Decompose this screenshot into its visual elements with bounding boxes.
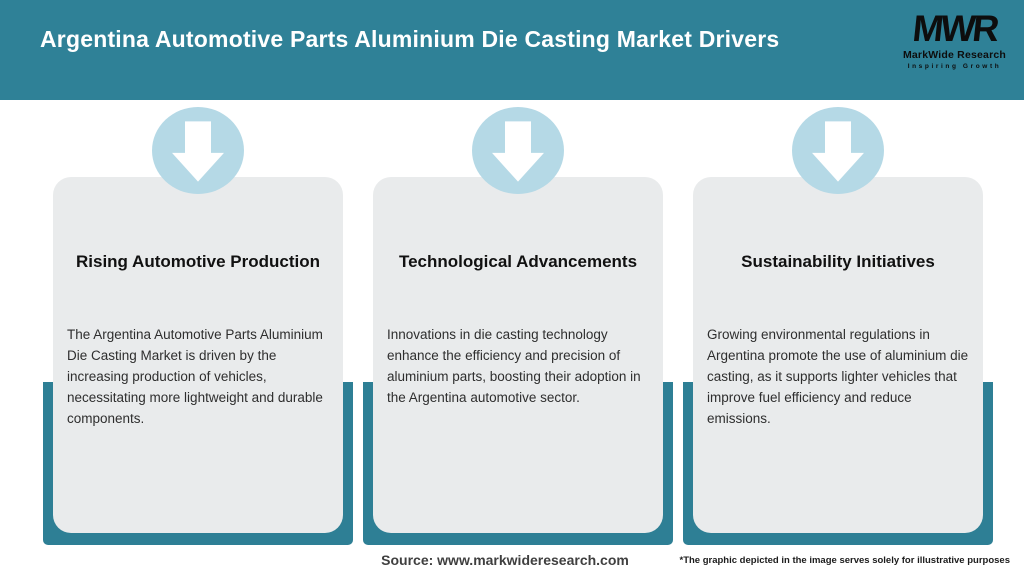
driver-card-column: Rising Automotive Production The Argenti… [43, 107, 353, 545]
down-arrow-icon [812, 121, 864, 182]
card-title: Technological Advancements [398, 252, 638, 271]
driver-card: Rising Automotive Production The Argenti… [53, 177, 343, 533]
driver-card: Technological Advancements Innovations i… [373, 177, 663, 533]
page-title: Argentina Automotive Parts Aluminium Die… [40, 26, 780, 52]
card-description: Growing environmental regulations in Arg… [707, 327, 969, 426]
down-arrow-badge [472, 107, 564, 194]
down-arrow-icon [492, 121, 544, 182]
header-bar: Argentina Automotive Parts Aluminium Die… [0, 0, 1024, 100]
mwr-logo-icon: MWR [910, 8, 999, 49]
markwide-logo: MWR MarkWide Research Inspiring Growth [897, 8, 1012, 70]
down-arrow-badge [152, 107, 244, 194]
driver-card-column: Technological Advancements Innovations i… [363, 107, 673, 545]
down-arrow-icon [172, 121, 224, 182]
card-description: The Argentina Automotive Parts Aluminium… [67, 327, 323, 426]
source-text: Source: www.markwideresearch.com [381, 552, 629, 568]
down-arrow-badge [792, 107, 884, 194]
driver-card-column: Sustainability Initiatives Growing envir… [683, 107, 993, 545]
card-title: Rising Automotive Production [76, 252, 320, 271]
card-description: Innovations in die casting technology en… [387, 327, 641, 405]
driver-card: Sustainability Initiatives Growing envir… [693, 177, 983, 533]
disclaimer-text: *The graphic depicted in the image serve… [679, 555, 1011, 566]
logo-tagline: Inspiring Growth [907, 63, 1002, 70]
logo-company-name: MarkWide Research [902, 49, 1007, 61]
card-title: Sustainability Initiatives [741, 252, 935, 271]
